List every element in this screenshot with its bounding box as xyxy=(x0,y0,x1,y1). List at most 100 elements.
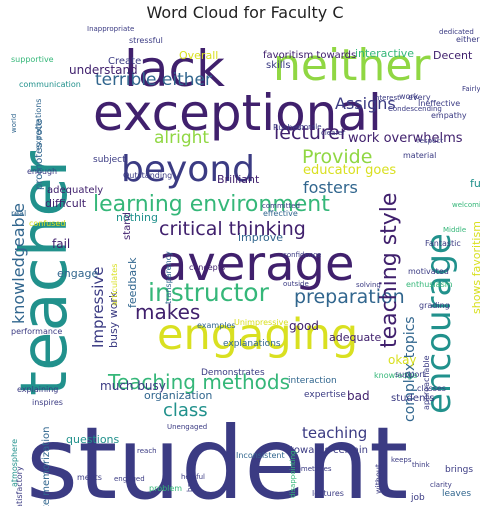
cloud-word: welcoming xyxy=(452,201,480,209)
cloud-word: concepts xyxy=(189,263,226,272)
cloud-word: material xyxy=(403,151,437,160)
cloud-word: transparency xyxy=(164,251,173,304)
cloud-word: engaging xyxy=(157,310,359,360)
cloud-word: leaves xyxy=(442,489,472,499)
cloud-word: student xyxy=(26,405,409,507)
cloud-word: dedicated xyxy=(439,28,474,36)
cloud-word: students xyxy=(391,393,435,404)
cloud-word: interest xyxy=(373,94,400,102)
cloud-word: Overall xyxy=(179,49,219,62)
cloud-word: sometimes xyxy=(293,465,332,473)
cloud-word: enthusiasm xyxy=(406,280,453,289)
cloud-word: Middle xyxy=(443,226,467,234)
cloud-word: lack xyxy=(124,40,225,98)
cloud-word: neither xyxy=(273,40,431,91)
cloud-word: adequate xyxy=(329,331,382,344)
cloud-word: solving xyxy=(356,281,381,289)
cloud-word: grading xyxy=(419,301,450,310)
cloud-word: articulates xyxy=(110,263,119,306)
cloud-word: Teaching methods xyxy=(108,370,290,394)
cloud-word: every xyxy=(408,93,431,102)
cloud-word: favoritism towards xyxy=(263,50,357,61)
cloud-word: Outstanding xyxy=(123,171,173,180)
cloud-word: classes xyxy=(417,384,446,393)
cloud-word: engage xyxy=(57,267,99,280)
cloud-word: lecturer xyxy=(274,122,348,144)
cloud-word: preparation xyxy=(294,286,405,308)
cloud-word: meets xyxy=(77,473,102,482)
cloud-word: work xyxy=(399,92,419,101)
cloud-word: Fantastic xyxy=(425,239,461,248)
cloud-word: basic xyxy=(186,473,194,492)
cloud-word: bad xyxy=(347,389,370,403)
cloud-word: improve xyxy=(238,231,284,244)
cloud-word: engaged xyxy=(114,475,145,483)
cloud-word: makes xyxy=(135,300,201,324)
cloud-word: knowledgeable xyxy=(11,203,28,324)
cloud-word: problem xyxy=(149,484,183,493)
cloud-word: explanations xyxy=(223,339,281,349)
cloud-word: expertise xyxy=(304,390,346,400)
cloud-word: much busy xyxy=(100,379,166,393)
cloud-word: confused xyxy=(29,219,66,228)
cloud-word: okay xyxy=(388,353,417,367)
cloud-word: understand xyxy=(69,63,138,77)
cloud-word: committed xyxy=(262,202,300,210)
cloud-word: Unengaged xyxy=(167,423,208,431)
cloud-word: empathy xyxy=(431,111,467,120)
cloud-word: job xyxy=(411,493,425,503)
cloud-word: disappointing xyxy=(289,450,297,498)
cloud-word: rote memorization xyxy=(41,426,52,506)
cloud-word: organization xyxy=(144,389,213,402)
cloud-word: alright xyxy=(154,128,210,148)
cloud-word: towards certain xyxy=(290,445,368,456)
cloud-word: fosters xyxy=(303,178,358,197)
cloud-word: Brilliant xyxy=(217,173,260,186)
cloud-word: work overwhelms xyxy=(348,131,463,146)
cloud-word: brings xyxy=(445,465,474,475)
cloud-word: fun xyxy=(470,177,480,190)
cloud-word: beyond xyxy=(121,149,255,190)
cloud-word: Inconsistent xyxy=(236,451,285,460)
cloud-word: morale xyxy=(297,123,322,131)
cloud-word: subject xyxy=(93,155,126,165)
cloud-word: Create xyxy=(108,56,142,67)
cloud-word: examples xyxy=(197,321,236,330)
cloud-word: supportive xyxy=(11,55,54,64)
cloud-word: Provide xyxy=(302,146,373,168)
cloud-word: interactive xyxy=(355,47,415,60)
cloud-word: terrible either xyxy=(95,70,212,90)
cloud-word: Condescending xyxy=(388,105,442,113)
cloud-word: performance xyxy=(11,327,63,336)
cloud-word: critical thinking xyxy=(159,218,306,240)
cloud-word: keeps xyxy=(391,456,412,464)
cloud-word: Inappropriate xyxy=(87,25,135,33)
cloud-word: Demonstrates xyxy=(201,368,265,378)
cloud-word: explaining xyxy=(17,385,59,394)
cloud-word: Decent xyxy=(433,49,473,62)
cloud-word: inspires xyxy=(32,398,63,407)
cloud-word: shows favoritism xyxy=(470,221,480,314)
cloud-word: enough xyxy=(27,167,58,176)
cloud-word: respect xyxy=(417,137,444,145)
cloud-word: educator goes xyxy=(303,163,397,178)
cloud-word: lectures xyxy=(312,489,344,498)
cloud-word: helpful xyxy=(181,473,205,481)
cloud-word: real xyxy=(11,209,27,218)
cloud-word: either xyxy=(456,35,480,44)
cloud-word: instructor xyxy=(148,278,269,307)
chart-title: Word Cloud for Faculty C xyxy=(146,3,344,22)
cloud-word: learning environment xyxy=(93,192,330,217)
cloud-word: outside xyxy=(283,280,309,288)
cloud-word: stand xyxy=(122,212,133,240)
cloud-word: communication xyxy=(19,80,81,89)
cloud-word: support xyxy=(395,370,426,379)
cloud-word: expectations xyxy=(34,98,43,150)
cloud-word: feedback xyxy=(126,257,139,308)
cloud-word: nothing xyxy=(116,211,158,224)
cloud-word: adequately xyxy=(47,185,104,196)
cloud-word: clarity xyxy=(430,481,452,489)
cloud-word: world xyxy=(11,113,18,133)
cloud-word: knowledge xyxy=(374,371,418,380)
